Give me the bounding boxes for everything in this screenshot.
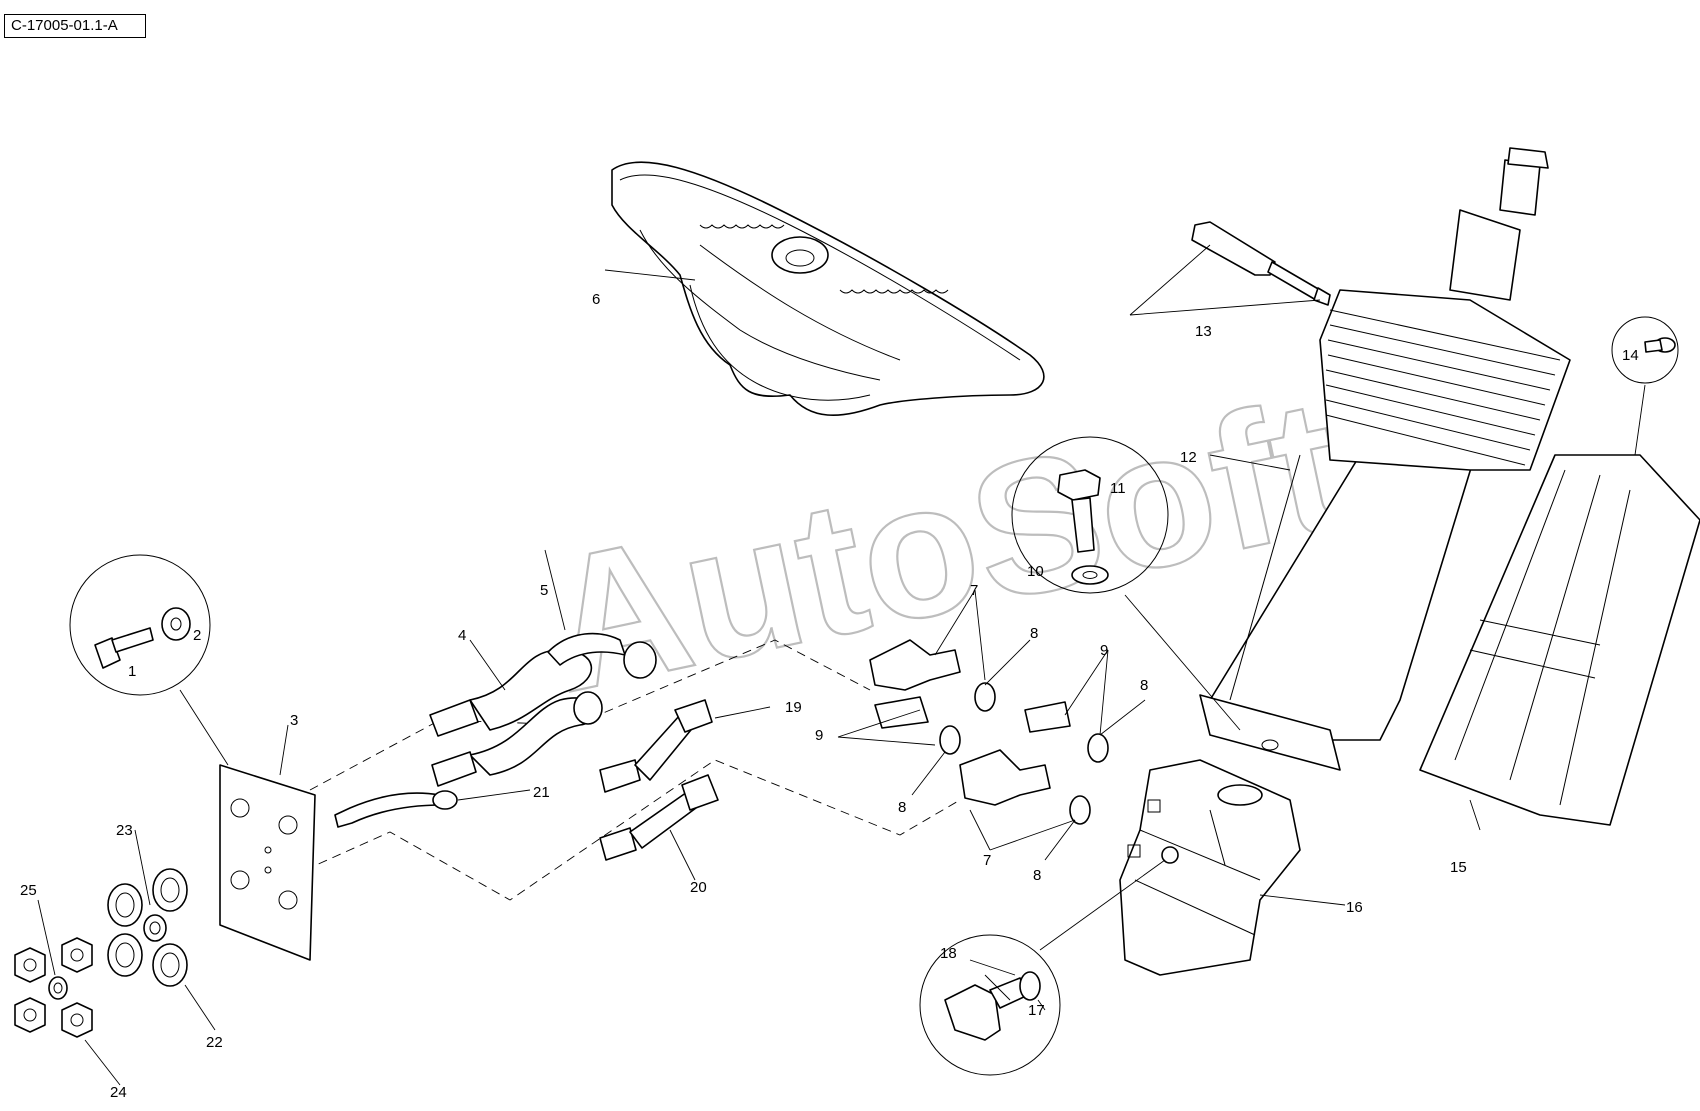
callout-25: 25 [20,882,37,899]
callout-18: 18 [940,945,957,962]
callout-14: 14 [1622,347,1639,364]
callout-19: 19 [785,699,802,716]
callout-21: 21 [533,784,550,801]
callout-12: 12 [1180,449,1197,466]
mounting-plate [219,764,316,961]
callout-7-bottom: 7 [983,852,991,869]
callout-15: 15 [1450,859,1467,876]
detail-circle-bolt [1011,436,1169,594]
callout-22: 22 [206,1034,223,1051]
adaptors [599,699,719,861]
detail-circle-elbow [919,934,1061,1076]
washers-group [107,868,188,987]
steering-wheel [611,161,1045,417]
callout-24: 24 [110,1084,127,1101]
drawing-reference-label: C-17005-01.1-A [4,14,146,38]
steering-unit [1119,759,1301,976]
callout-8-b: 8 [1140,677,1148,694]
assembly-dashed-lines [304,639,961,901]
leader-lines [37,244,1646,1086]
detail-circle-screw [1611,316,1679,384]
callout-labels: 1 2 3 4 5 6 7 7 8 8 8 8 9 9 10 11 12 13 … [20,291,1639,1101]
callout-11: 11 [1110,480,1126,497]
callout-20: 20 [690,879,707,896]
callout-9-left: 9 [815,727,823,744]
fittings-group [869,639,1109,825]
callout-9-right: 9 [1100,642,1108,659]
callout-8-a: 8 [1030,625,1038,642]
callout-1: 1 [128,663,136,680]
callout-5: 5 [540,582,548,599]
callout-16: 16 [1346,899,1363,916]
callout-4: 4 [458,627,466,644]
steering-column [1199,147,1571,771]
callout-3: 3 [290,712,298,729]
nuts-group [14,937,93,1038]
callout-10: 10 [1027,563,1044,580]
callout-13: 13 [1195,323,1212,340]
callout-17: 17 [1028,1002,1045,1019]
callout-8-c: 8 [898,799,906,816]
callout-2: 2 [193,627,201,644]
column-cover [1419,454,1700,826]
callout-8-d: 8 [1033,867,1041,884]
lever-handle [1191,221,1331,306]
callout-23: 23 [116,822,133,839]
callout-7-top: 7 [970,582,978,599]
detail-circle-bolt-washer [69,554,211,696]
callout-6: 6 [592,291,600,308]
hydraulic-hoses [334,632,657,828]
